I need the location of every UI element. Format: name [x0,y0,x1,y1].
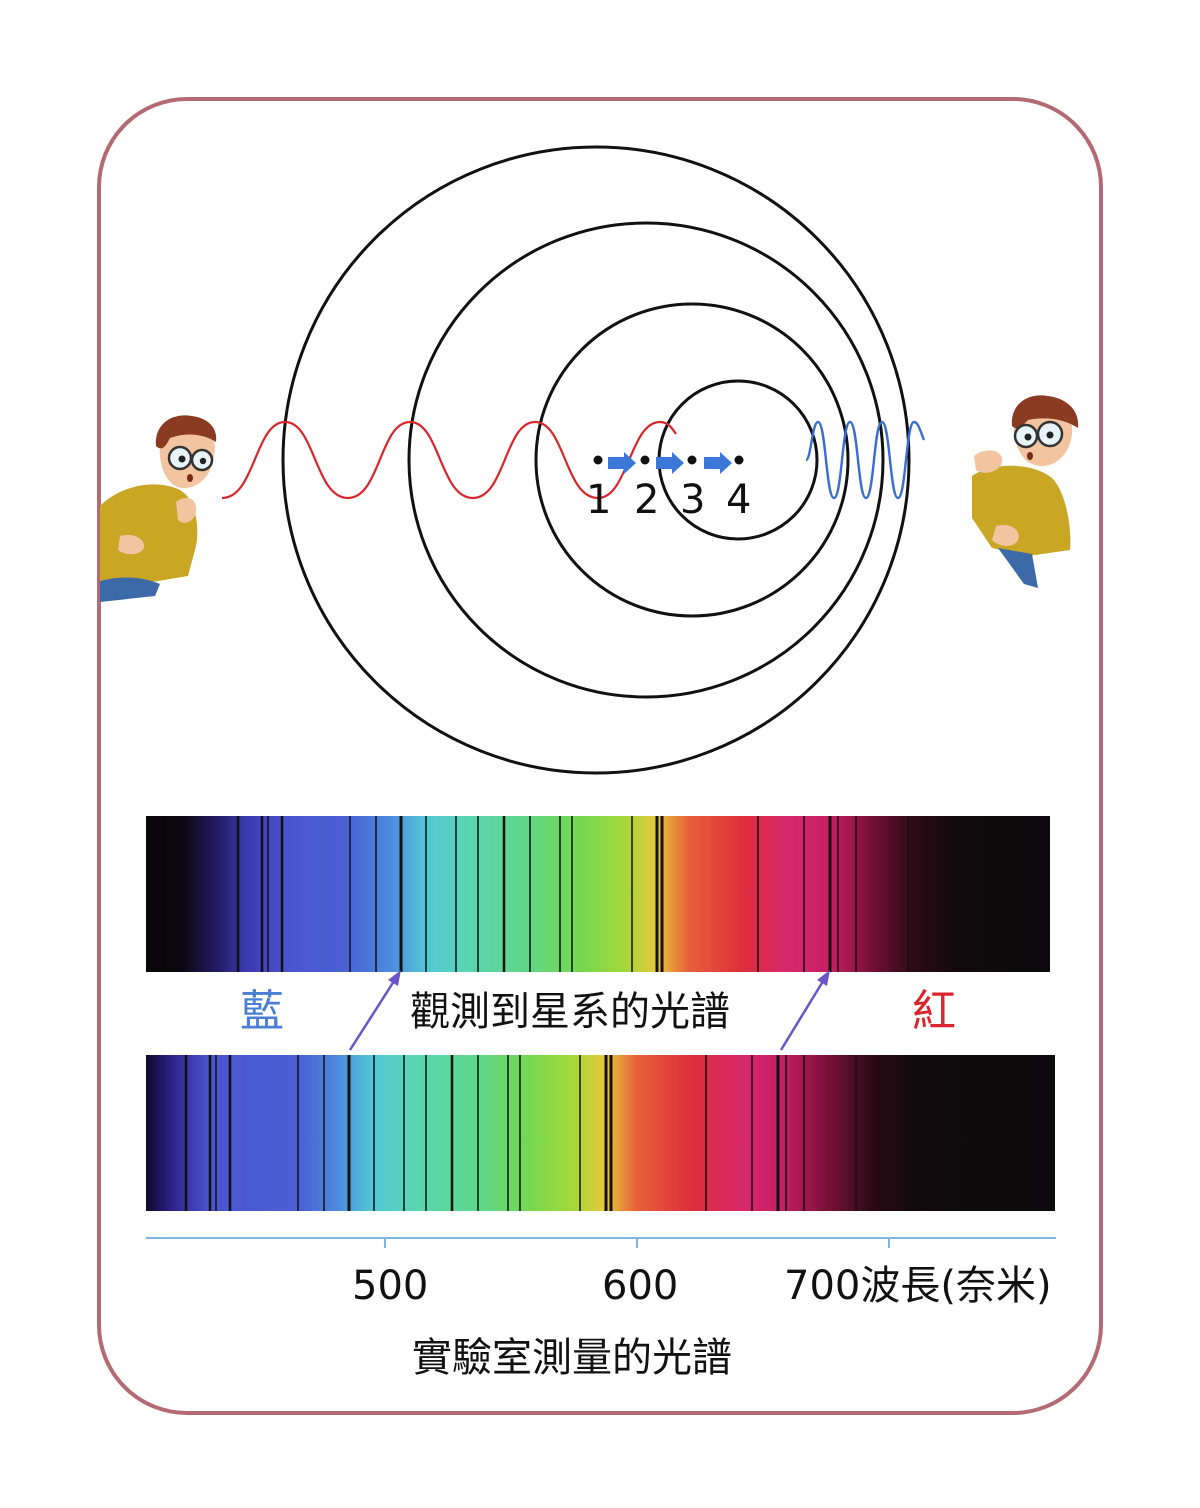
lab-spectrum-band [146,1055,1055,1211]
arrowhead-icon [817,970,830,986]
wavelength-axis [146,1237,1056,1248]
source-position-label: 2 [634,477,660,523]
arrowhead-icon [388,970,401,986]
red-end-label: 紅 [912,986,956,1037]
shift-pointer-red-side [779,977,827,1051]
source-position-label: 1 [586,477,612,523]
source-points [593,455,744,465]
motion-arrows [608,452,732,474]
wavefront-2 [407,221,885,699]
arrow-icon [656,452,684,474]
source-position-label: 4 [726,477,752,523]
observed-absorption-lines [236,816,909,972]
left-observer-illustration [100,415,217,602]
source-point-4 [734,455,744,465]
blue-end-label: 藍 [240,986,284,1037]
observed-spectrum-title: 觀測到星系的光譜 [410,989,730,1035]
axis-tick-value: 700 [784,1263,861,1309]
right-observer-illustration [972,395,1079,588]
source-point-2 [640,455,650,465]
arrow-icon [608,452,636,474]
axis-tick-label-700: 700波長(奈米) [784,1266,1052,1306]
wavefront-1 [281,145,911,775]
source-point-1 [593,455,603,465]
arrow-icon [704,452,732,474]
observed-spectrum-band [146,816,1050,972]
lab-spectrum-title: 實驗室測量的光譜 [412,1335,732,1381]
wavefront-3 [534,302,850,618]
blue-wave [804,420,926,500]
source-position-label: 3 [680,477,706,523]
source-point-3 [687,455,697,465]
shift-pointer-blue-side [348,977,398,1051]
axis-tick-label-600: 600 [602,1263,679,1309]
shift-pointers [348,970,830,1051]
lab-absorption-lines [184,1055,857,1211]
axis-tick-label-500: 500 [352,1263,429,1309]
figure-frame [97,97,1103,1415]
axis-unit-label: 波長(奈米) [860,1263,1052,1309]
